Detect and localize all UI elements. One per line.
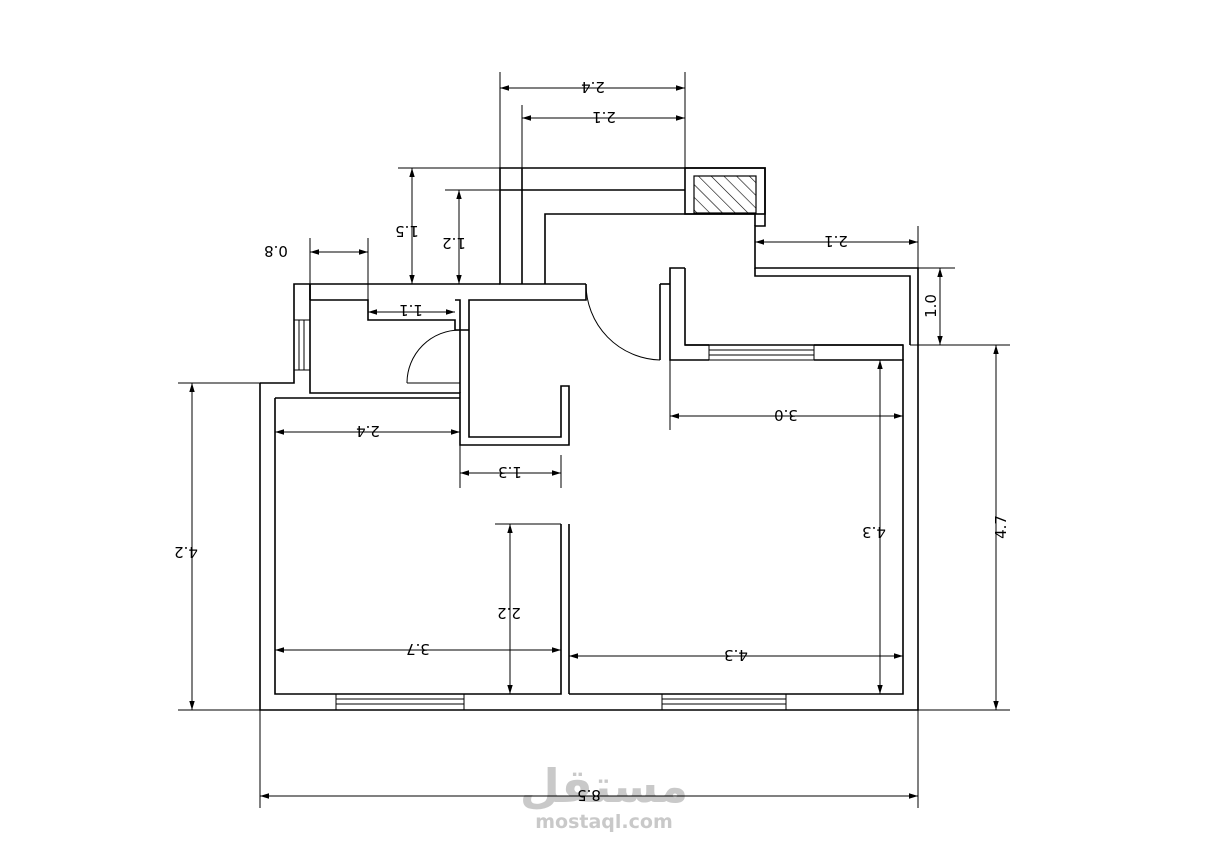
dim-right-room-height: 4.3 [862, 523, 886, 541]
dim-riser-outer: 1.5 [395, 222, 419, 240]
window-right-room [708, 344, 815, 361]
dim-top-inner: 2.1 [592, 108, 616, 126]
dim-right-top: 2.1 [824, 232, 848, 250]
dim-right-total-height: 4.7 [992, 515, 1010, 539]
watermark-url: mostaql.com [535, 811, 673, 833]
dim-left-stub: 0.8 [264, 242, 288, 260]
window-left-side [293, 319, 311, 371]
window-bottom-right [661, 693, 787, 711]
dim-corridor-upper: 1.1 [399, 301, 423, 319]
watermark-logo: مستقل [520, 759, 688, 813]
dim-bottom-right-width: 4.3 [724, 646, 748, 664]
door-swing-left [406, 329, 461, 384]
dim-overall-width: 8.5 [577, 786, 601, 804]
window-bottom-left [335, 693, 465, 711]
dim-right-step: 1.0 [922, 294, 940, 318]
dimension-lines [178, 72, 1010, 808]
door-swing-upper [585, 283, 661, 361]
hatched-shaft [684, 167, 766, 215]
dim-right-room-width: 3.0 [774, 406, 798, 424]
watermark: مستقل mostaql.com [520, 759, 688, 833]
dim-top-outer: 2.4 [581, 78, 605, 96]
dim-left-total-height: 4.2 [174, 543, 198, 561]
dim-bottom-left-width: 3.7 [406, 640, 430, 658]
dim-closet-width: 1.3 [498, 463, 522, 481]
dim-riser-inner: 1.2 [442, 234, 466, 252]
dim-left-room-width: 2.4 [356, 422, 380, 440]
dim-bottom-partition: 2.2 [497, 604, 521, 622]
dimension-labels: 2.4 2.1 0.8 1.5 1.2 1.1 2.1 1.0 4.7 3.0 … [174, 78, 1010, 804]
